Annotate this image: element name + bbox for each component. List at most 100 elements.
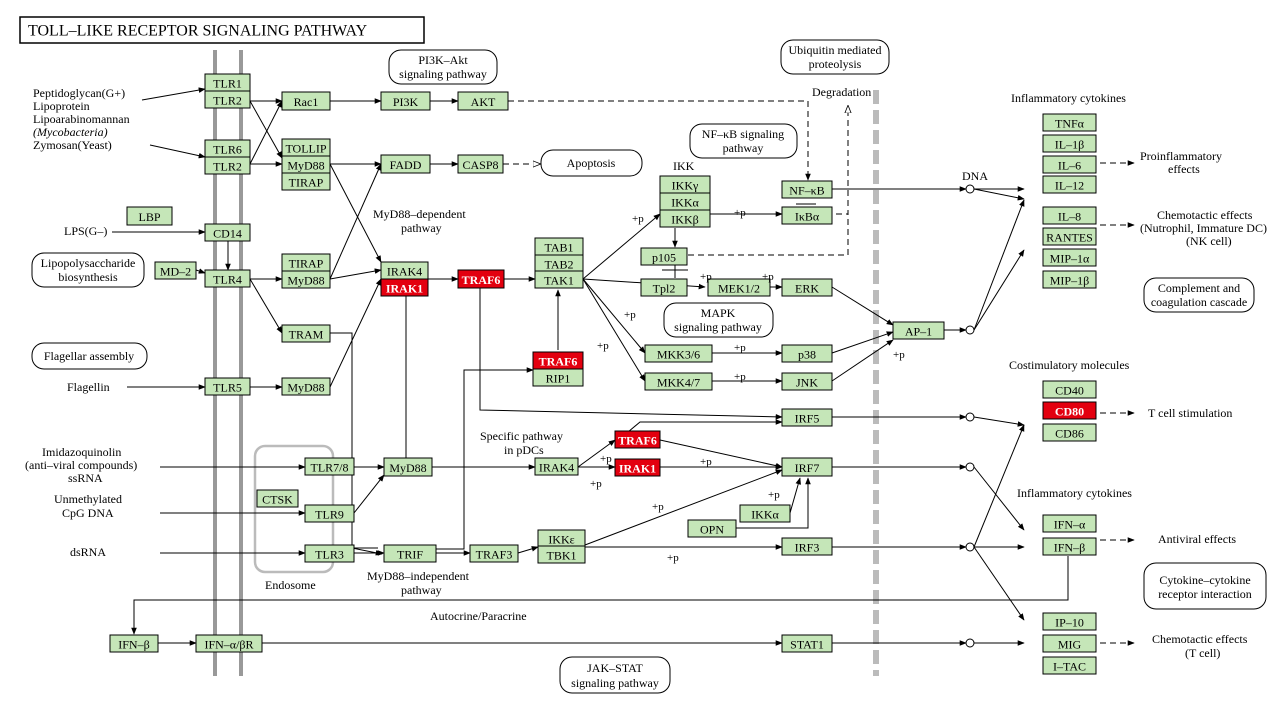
gene-p38[interactable]: p38: [781, 344, 833, 363]
pathway-complement[interactable]: Complement and coagulation cascade: [1143, 277, 1255, 313]
gene-irak4b[interactable]: IRAK4: [534, 457, 579, 476]
gene-mip1b[interactable]: MIP–1β: [1042, 270, 1097, 289]
gene-il8[interactable]: IL–8: [1042, 206, 1097, 225]
gene-label: IL–1β: [1055, 138, 1084, 152]
gene-cd14[interactable]: CD14: [204, 223, 251, 242]
gene-traf3[interactable]: TRAF3: [469, 544, 519, 563]
pathway-flagellar[interactable]: Flagellar assembly: [31, 342, 148, 370]
gene-traf6a[interactable]: TRAF6: [457, 269, 505, 289]
gene-irak1a[interactable]: IRAK1: [380, 278, 429, 297]
gene-label: TAK1: [544, 274, 574, 288]
gene-label: IRF3: [795, 541, 820, 555]
gene-fadd[interactable]: FADD: [380, 154, 431, 174]
gene-ifnabr[interactable]: IFN–α/βR: [195, 634, 263, 653]
gene-irf7[interactable]: IRF7: [781, 457, 833, 477]
gene-ifnb2[interactable]: IFN–β: [1042, 537, 1097, 556]
gene-tlr6[interactable]: TLR6: [204, 139, 251, 158]
gene-ikke[interactable]: IKKε: [537, 529, 586, 548]
gene-irf5[interactable]: IRF5: [781, 408, 833, 427]
gene-tollip[interactable]: TOLLIP: [281, 138, 331, 157]
gene-tlr3[interactable]: TLR3: [304, 544, 355, 563]
pathway-cytokine-receptor[interactable]: Cytokine–cytokine receptor interaction: [1143, 562, 1267, 610]
gene-ikba[interactable]: IκBα: [781, 206, 833, 225]
gene-ikka[interactable]: IKKα: [659, 192, 711, 211]
gene-itac[interactable]: I–TAC: [1042, 656, 1097, 675]
pathway-lps-biosynthesis[interactable]: Lipopolysaccharide biosynthesis: [31, 252, 145, 288]
gene-cd86[interactable]: CD86: [1042, 423, 1097, 442]
gene-box: [383, 544, 437, 563]
gene-tak1[interactable]: TAK1: [534, 270, 584, 289]
gene-mip1a[interactable]: MIP–1α: [1042, 248, 1097, 267]
gene-il1b[interactable]: IL–1β: [1042, 134, 1097, 153]
gene-traf6b[interactable]: TRAF6: [532, 351, 584, 370]
gene-irak1b[interactable]: IRAK1: [614, 458, 661, 477]
pathway-nfkb[interactable]: NF–κB signaling pathway: [689, 123, 798, 159]
pathway-ubiquitin[interactable]: Ubiquitin mediated proteolysis: [780, 39, 890, 75]
gene-tram[interactable]: TRAM: [281, 324, 331, 343]
gene-erk[interactable]: ERK: [781, 278, 833, 297]
gene-myd88b[interactable]: MyD88: [281, 270, 331, 289]
gene-tpl2[interactable]: Tpl2: [640, 278, 688, 297]
gene-cd40[interactable]: CD40: [1042, 380, 1097, 399]
gene-tirapa[interactable]: TIRAP: [281, 172, 331, 191]
gene-md2[interactable]: MD–2: [154, 261, 197, 280]
gene-label: p38: [798, 348, 816, 362]
gene-tab1[interactable]: TAB1: [534, 237, 584, 256]
gene-tlr9[interactable]: TLR9: [304, 504, 355, 523]
gene-mig[interactable]: MIG: [1042, 634, 1097, 653]
pathway-mapk[interactable]: MAPK signaling pathway: [663, 302, 774, 338]
gene-label: MIP–1α: [1050, 252, 1090, 266]
gene-ctsk[interactable]: CTSK: [256, 489, 299, 508]
gene-rantes[interactable]: RANTES: [1042, 227, 1097, 246]
gene-ap1[interactable]: AP–1: [892, 321, 945, 340]
gene-box: [534, 457, 579, 476]
gene-tlr4[interactable]: TLR4: [204, 269, 251, 288]
gene-il6[interactable]: IL–6: [1042, 155, 1097, 174]
gene-cd80[interactable]: CD80: [1042, 401, 1097, 420]
gene-rip1[interactable]: RIP1: [532, 368, 584, 387]
gene-stat1[interactable]: STAT1: [781, 634, 833, 653]
gene-irf3[interactable]: IRF3: [781, 537, 833, 556]
gene-ifna2[interactable]: IFN–α: [1042, 514, 1097, 533]
gene-mek12[interactable]: MEK1/2: [707, 278, 771, 297]
gene-nfkb[interactable]: NF–κB: [781, 180, 833, 199]
gene-irak4a[interactable]: IRAK4: [380, 261, 429, 280]
gene-ikka2[interactable]: IKKα: [739, 504, 791, 523]
gene-tirapb[interactable]: TIRAP: [281, 253, 331, 272]
gene-mkk47[interactable]: MKK4/7: [644, 372, 713, 391]
gene-jnk[interactable]: JNK: [781, 372, 833, 391]
gene-opn[interactable]: OPN: [687, 519, 737, 538]
gene-tlr2a[interactable]: TLR2: [204, 90, 251, 109]
gene-il12[interactable]: IL–12: [1042, 175, 1097, 194]
gene-p105[interactable]: p105: [640, 247, 688, 266]
gene-lbp[interactable]: LBP: [126, 206, 173, 226]
gene-casp8[interactable]: CASP8: [457, 154, 504, 174]
pathway-jak-stat[interactable]: JAK–STAT signaling pathway: [559, 656, 671, 694]
pathway-pi3k-akt[interactable]: PI3K–Akt signaling pathway: [388, 49, 498, 85]
gene-mkk36[interactable]: MKK3/6: [644, 344, 713, 363]
gene-tnfa[interactable]: TNFα: [1042, 113, 1097, 132]
gene-myd88a[interactable]: MyD88: [281, 155, 331, 174]
gene-tlr78[interactable]: TLR7/8: [304, 457, 355, 476]
gene-rac1[interactable]: Rac1: [281, 91, 331, 111]
gene-ifnb[interactable]: IFN–β: [109, 634, 159, 653]
gene-akt[interactable]: AKT: [457, 91, 509, 111]
gene-label: TRAM: [289, 328, 324, 342]
gene-tlr1[interactable]: TLR1: [204, 73, 251, 92]
label-myd88-independent-pathway: pathway: [401, 583, 442, 597]
plus-p: +p: [632, 213, 644, 225]
gene-tab2[interactable]: TAB2: [534, 254, 584, 273]
gene-traf6c[interactable]: TRAF6: [614, 430, 661, 449]
gene-myd88c[interactable]: MyD88: [281, 377, 331, 396]
gene-trif[interactable]: TRIF: [383, 544, 437, 563]
gene-tbk1[interactable]: TBK1: [537, 545, 586, 564]
gene-myd88d[interactable]: MyD88: [383, 457, 433, 477]
gene-ikkb[interactable]: IKKβ: [659, 209, 711, 228]
gene-tlr2b[interactable]: TLR2: [204, 156, 251, 175]
gene-tlr5[interactable]: TLR5: [204, 377, 251, 396]
pathway-apoptosis[interactable]: Apoptosis: [540, 149, 643, 177]
plus-p: +p: [734, 371, 746, 383]
gene-pi3k[interactable]: PI3K: [380, 91, 431, 111]
gene-ip10[interactable]: IP–10: [1042, 612, 1097, 631]
gene-ikkg[interactable]: IKKγ: [659, 175, 711, 194]
